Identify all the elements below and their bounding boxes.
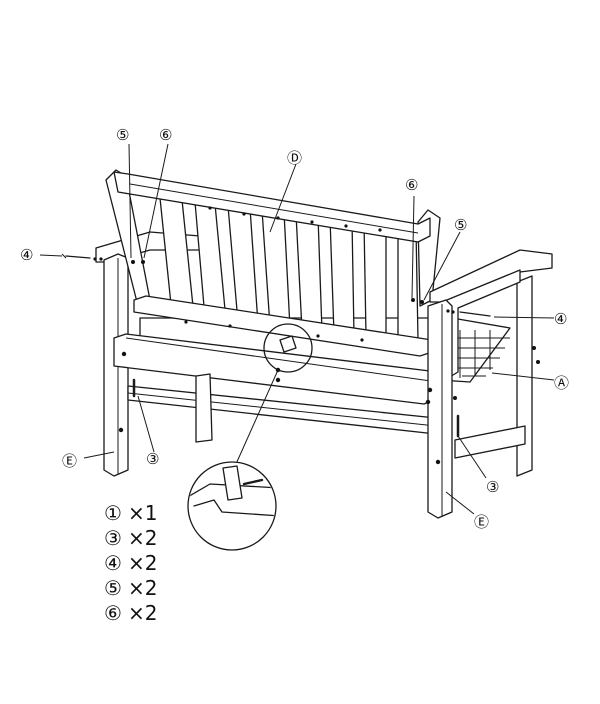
right-side-stretcher	[454, 425, 526, 459]
parts-list-symbol: ⑤	[104, 576, 122, 600]
callout-D: Ⓓ	[287, 149, 302, 167]
parts-list-symbol: ③	[104, 526, 122, 550]
callout-5-right: ⑤	[454, 216, 467, 234]
parts-list-qty: ×1	[128, 501, 157, 525]
screw-holes	[118, 206, 540, 465]
detail-zoom	[187, 461, 277, 551]
detail-leader-line	[235, 369, 279, 465]
detail-indicator-circle	[263, 323, 313, 373]
callout-leaders	[39, 143, 555, 515]
backrest	[105, 169, 441, 357]
parts-list: ① ×1 ③ ×2 ④ ×2 ⑤ ×2 ⑥ ×2	[104, 501, 157, 625]
callout-4-right: ④	[554, 310, 567, 328]
callout-E-right: Ⓔ	[474, 513, 489, 531]
right-armrest	[429, 249, 553, 303]
rear-right-leg	[516, 275, 533, 477]
callout-3-left: ③	[146, 450, 159, 468]
callout-A: Ⓐ	[554, 374, 569, 392]
callout-labels: ⑤ ⑥ Ⓓ ⑥ ⑤ ④ ④ Ⓐ ③ ③ Ⓔ Ⓔ	[20, 126, 569, 531]
right-leg-E	[427, 299, 453, 519]
callout-6-right: ⑥	[405, 176, 418, 194]
parts-list-symbol: ⑥	[104, 601, 122, 625]
top-rail-D	[113, 171, 431, 243]
parts-list-qty: ×2	[128, 551, 157, 575]
callout-E-left: Ⓔ	[62, 452, 77, 470]
parts-list-qty: ×2	[128, 601, 157, 625]
callout-6-left: ⑥	[159, 126, 172, 144]
screw-4-left	[61, 253, 103, 261]
parts-list-symbol: ①	[104, 501, 122, 525]
callout-4-left: ④	[20, 246, 33, 264]
left-inner-leg	[195, 373, 213, 443]
callout-5-left: ⑤	[116, 126, 129, 144]
parts-list-symbol: ④	[104, 551, 122, 575]
screw-4-right	[446, 309, 491, 317]
parts-list-qty: ×2	[128, 576, 157, 600]
parts-list-qty: ×2	[128, 526, 157, 550]
callout-3-right: ③	[486, 478, 499, 496]
bench-drawing	[61, 169, 553, 519]
